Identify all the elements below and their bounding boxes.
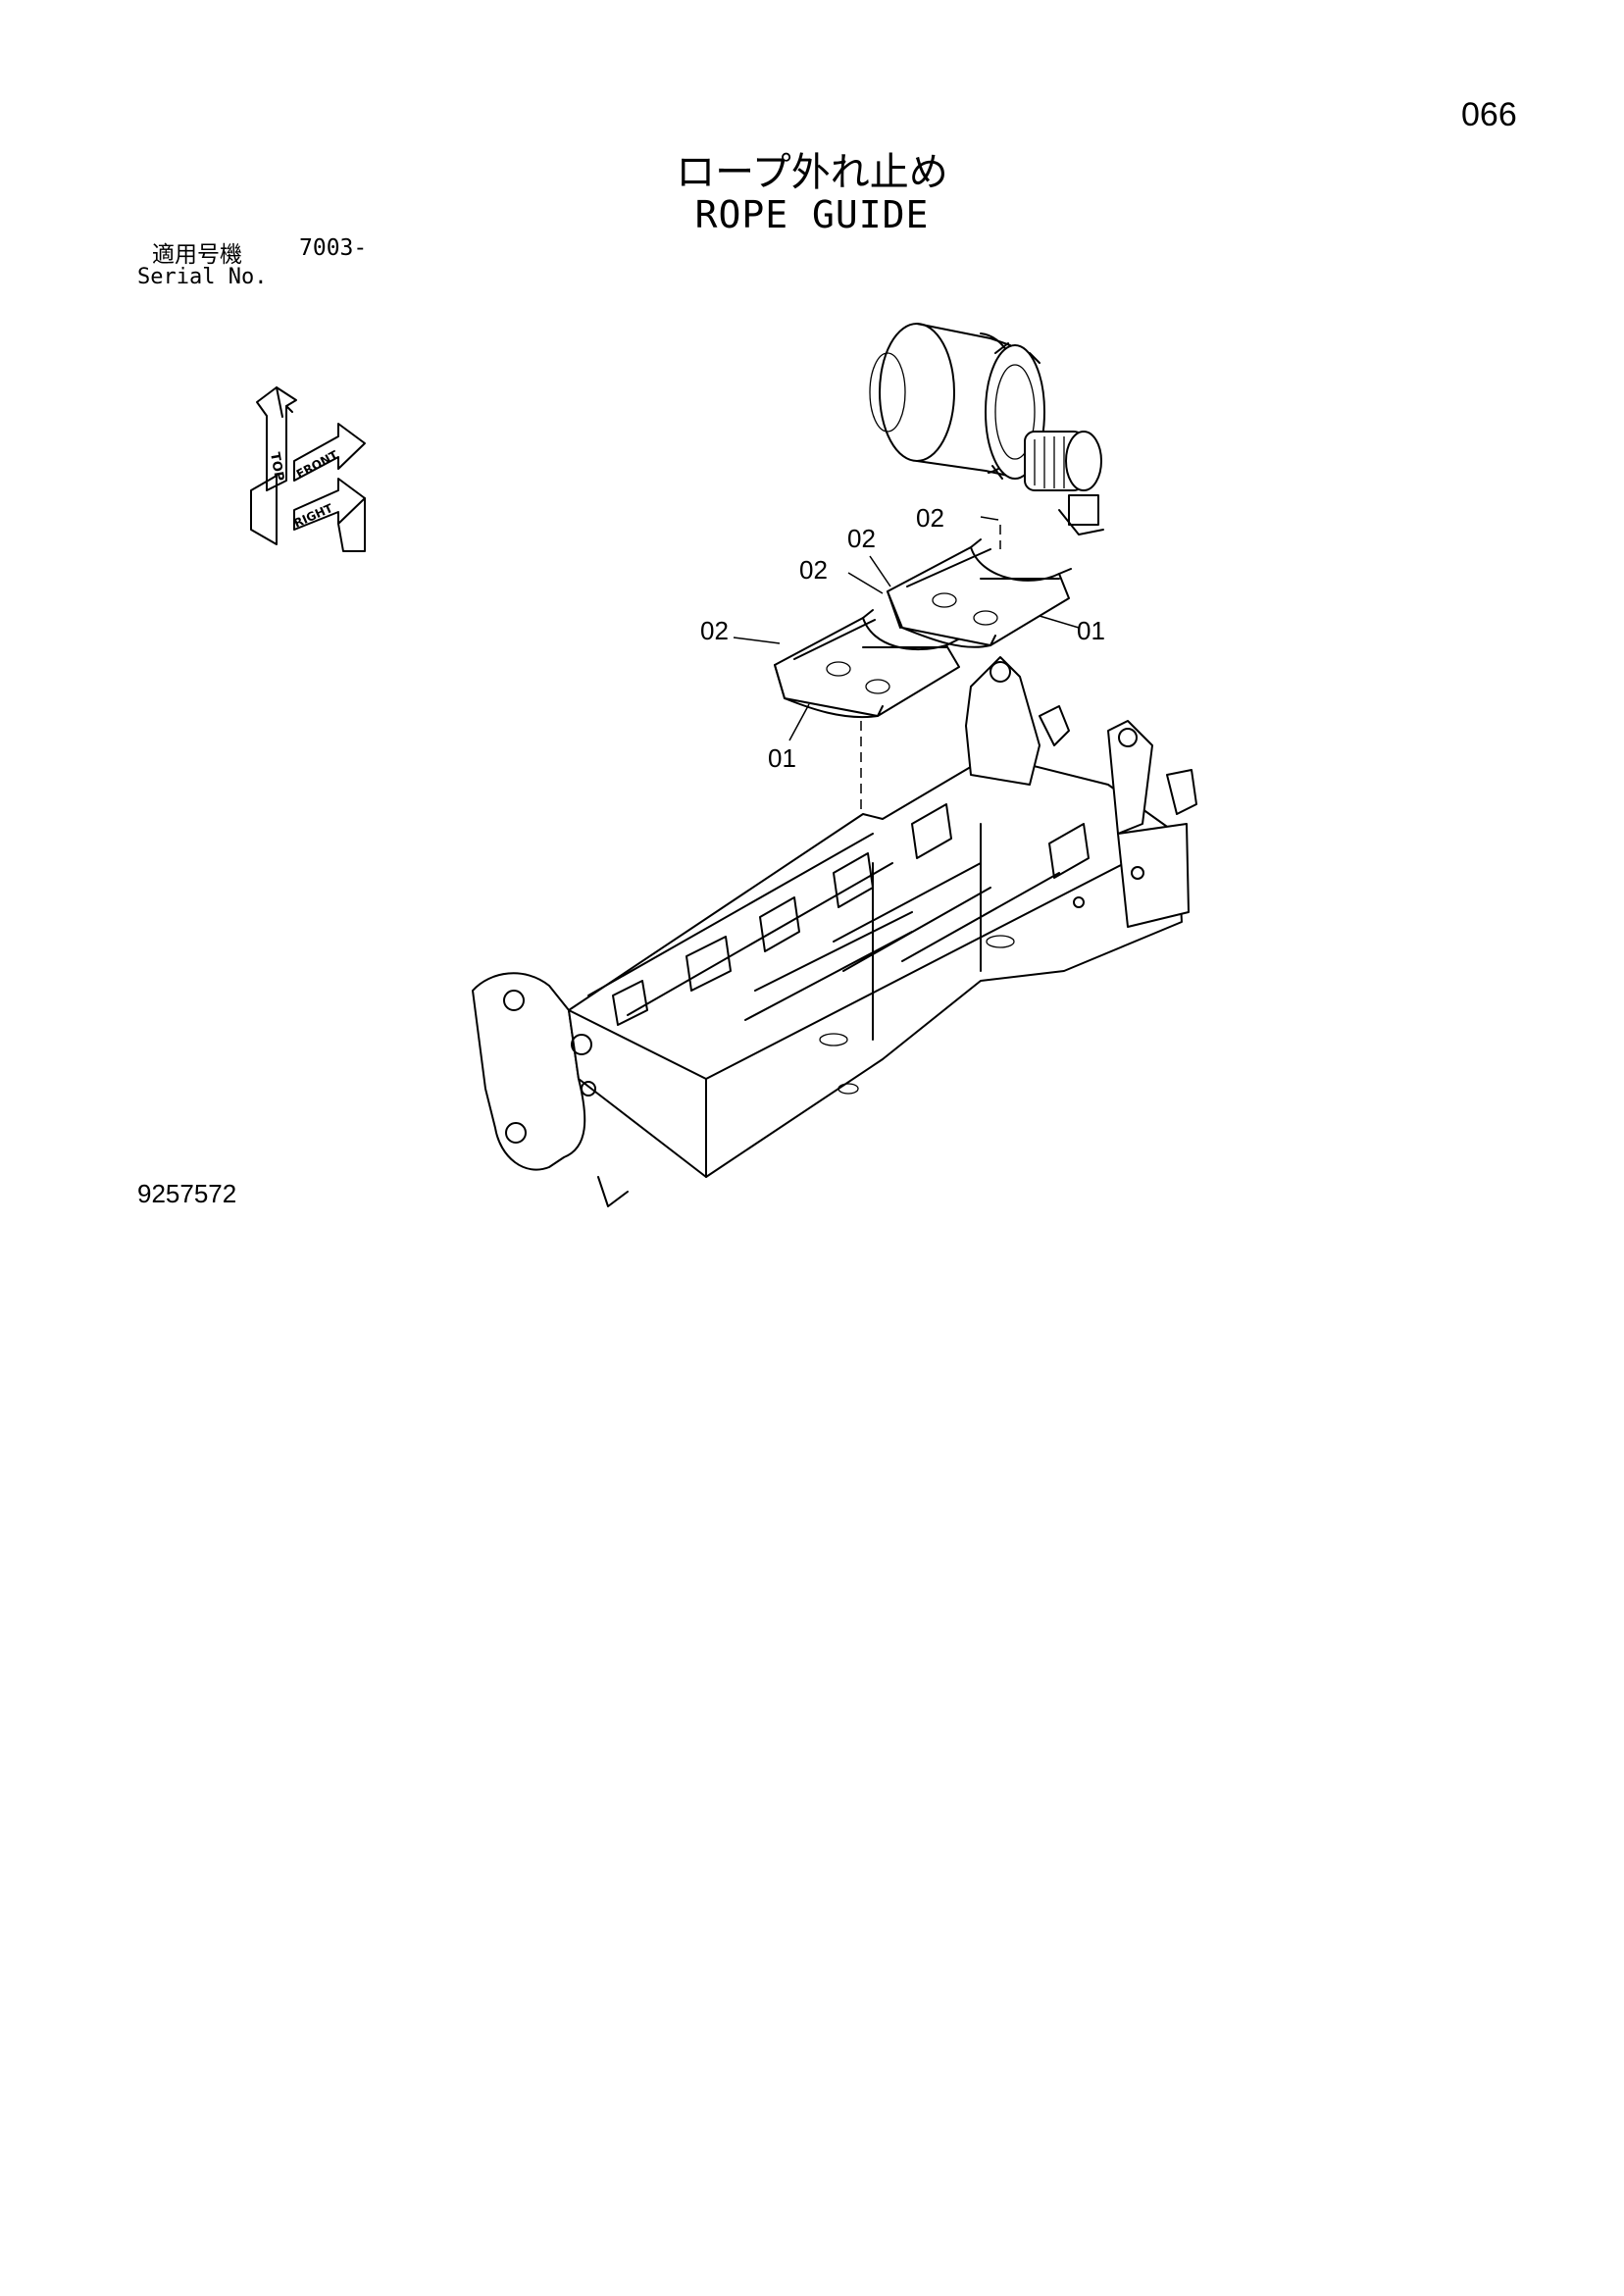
orientation-indicator: TOP FRONT RIGHT <box>250 386 366 552</box>
page-number: 066 <box>1461 96 1517 133</box>
rope-guide-lower <box>774 609 960 719</box>
callout-label: 01 <box>768 743 796 773</box>
callout-label: 02 <box>847 524 876 553</box>
drawing-number: 9257572 <box>137 1179 237 1208</box>
title-japanese: ロープ外れ止め <box>676 150 948 195</box>
callout-label: 02 <box>700 616 729 645</box>
orientation-top-label: TOP <box>267 451 286 483</box>
leader-lines <box>733 516 1080 741</box>
main-frame <box>472 656 1197 1207</box>
title-english: ROPE GUIDE <box>694 193 930 236</box>
orientation-front-label: FRONT <box>294 447 341 481</box>
callout-label: 02 <box>799 555 828 585</box>
rope-guide-upper <box>887 538 1072 648</box>
callout-label: 02 <box>916 503 944 533</box>
serial-label-japanese: 適用号機 <box>152 242 242 268</box>
serial-label-english: Serial No. <box>137 265 268 289</box>
orientation-right-label: RIGHT <box>292 501 336 531</box>
callout-label: 01 <box>1077 616 1105 645</box>
winch-drum <box>869 323 1104 536</box>
serial-value: 7003- <box>299 235 368 261</box>
